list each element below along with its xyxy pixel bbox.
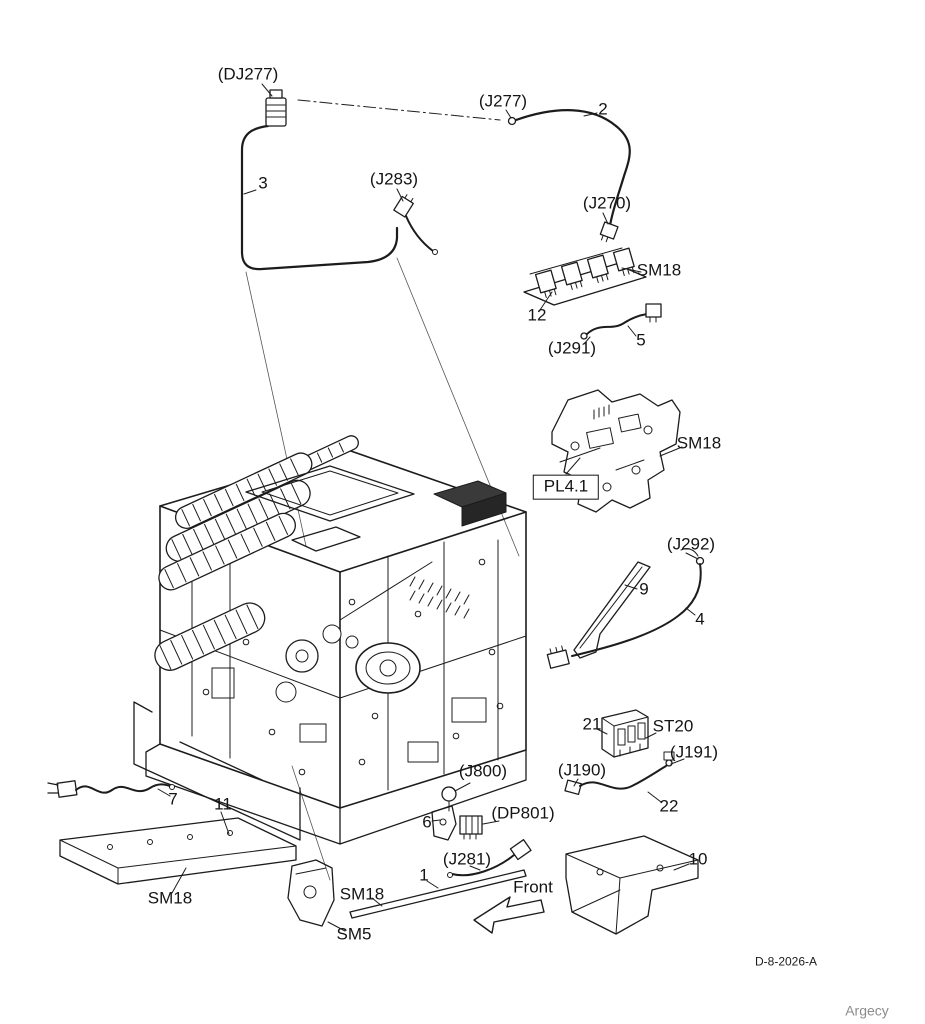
callout-sm18-top: SM18 xyxy=(636,260,682,280)
callout-j281: (J281) xyxy=(442,849,492,869)
callout-pl4-1: PL4.1 xyxy=(532,474,600,500)
bracket-sm5 xyxy=(287,859,335,927)
vent-slots xyxy=(409,576,470,619)
fuser-roller-3 xyxy=(158,512,296,591)
bracket-assembly-pl4-1 xyxy=(551,389,681,513)
fuser-roller-1 xyxy=(174,452,313,529)
clamp-j800 xyxy=(441,786,457,812)
callout-j800: (J800) xyxy=(458,761,508,781)
wire-harness-3-dj277 xyxy=(240,89,501,271)
callout-j292: (J292) xyxy=(666,534,716,554)
bracket-6 xyxy=(431,805,457,841)
wire-5-j291 xyxy=(580,303,662,340)
front-arrow-icon xyxy=(473,896,545,934)
leader-lines xyxy=(157,83,699,932)
wire-j283 xyxy=(393,194,438,255)
callout-21: 21 xyxy=(582,714,602,734)
callout-2: 2 xyxy=(598,99,608,119)
main-chassis xyxy=(133,435,527,845)
callout-j190: (J190) xyxy=(557,760,607,780)
screw-holes xyxy=(202,558,504,776)
callout-sm18-mid: SM18 xyxy=(676,433,722,453)
callout-6: 6 xyxy=(422,812,432,832)
connector-rail-12 xyxy=(523,247,647,306)
rail-10 xyxy=(565,835,699,935)
wire-harness-2-j277-j270 xyxy=(507,109,631,243)
callout-j277: (J277) xyxy=(478,91,528,111)
chassis-panels xyxy=(211,465,507,763)
rail-11 xyxy=(59,817,297,885)
doc-number: D-8-2026-A xyxy=(754,954,818,969)
projection-lines xyxy=(245,257,520,881)
crossbar-1 xyxy=(349,869,527,919)
brand-watermark: Argecy xyxy=(845,1002,889,1019)
gear-train xyxy=(275,624,359,703)
callout-22: 22 xyxy=(659,796,679,816)
callout-sm5: SM5 xyxy=(336,924,372,944)
wire-22-j190-j191 xyxy=(564,751,675,796)
callout-j191: (J191) xyxy=(669,742,719,762)
callout-1: 1 xyxy=(419,865,429,885)
callout-j283: (J283) xyxy=(369,169,419,189)
lower-roller xyxy=(154,602,266,671)
callout-st20: ST20 xyxy=(652,716,694,736)
callout-5: 5 xyxy=(636,330,646,350)
callout-dj277: (DJ277) xyxy=(217,64,279,84)
power-cord-7 xyxy=(47,780,175,798)
callout-j270: (J270) xyxy=(582,193,632,213)
callout-3: 3 xyxy=(258,173,268,193)
callout-front: Front xyxy=(513,877,553,897)
callout-sm18-bottom-mid: SM18 xyxy=(339,884,385,904)
callout-4: 4 xyxy=(695,609,705,629)
connector-dp801 xyxy=(459,815,483,840)
wire-4-j292 xyxy=(546,548,705,669)
callout-12: 12 xyxy=(527,305,547,325)
callout-j291: (J291) xyxy=(547,338,597,358)
callout-11: 11 xyxy=(214,794,232,814)
st20-connector-block xyxy=(601,709,649,758)
bracket-9 xyxy=(573,561,651,659)
callout-dp801: (DP801) xyxy=(491,803,555,823)
drive-motor xyxy=(355,642,421,694)
callout-10: 10 xyxy=(688,849,708,869)
wire-j281 xyxy=(447,839,532,878)
callout-7: 7 xyxy=(168,789,178,809)
callout-sm18-bottom-left: SM18 xyxy=(147,888,193,908)
callout-9: 9 xyxy=(639,579,649,599)
